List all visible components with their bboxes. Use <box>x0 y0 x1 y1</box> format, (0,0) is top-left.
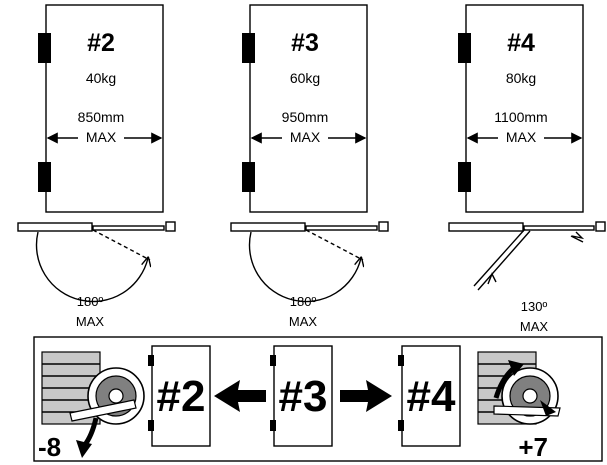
door-size-label: #2 <box>87 29 115 57</box>
door-width: 1100mm <box>494 109 547 125</box>
swing-plan-3 <box>230 221 389 303</box>
door-size-label: #3 <box>291 29 319 57</box>
door-width: 950mm <box>282 109 329 125</box>
swing-angle: 180º <box>290 294 317 309</box>
door-closer-left <box>41 351 145 458</box>
door-panel-4: #4 80kg 1100mm MAX <box>458 4 584 213</box>
door-label: #2 <box>157 372 206 421</box>
door-weight: 80kg <box>506 70 536 86</box>
spring-adjustment-panel: -8 #2 #3 #4 <box>33 336 603 462</box>
arrow-right-icon <box>340 380 392 412</box>
swing-plan-2 <box>17 221 176 303</box>
door-width: 850mm <box>78 109 125 125</box>
swing-angle: 180º <box>77 294 104 309</box>
arrow-left-icon <box>214 380 266 412</box>
hinge-bottom <box>242 162 255 192</box>
door-panel-3: #3 60kg 950mm MAX <box>242 4 368 213</box>
adjust-value-right: +7 <box>518 432 548 462</box>
door-width-note: MAX <box>290 129 321 145</box>
swing-angle: 130º <box>521 299 548 314</box>
door-weight: 60kg <box>290 70 320 86</box>
hinge-bottom <box>38 162 51 192</box>
swing-angle-note: MAX <box>520 319 549 334</box>
door-width-note: MAX <box>86 129 117 145</box>
hinge-top <box>38 33 51 63</box>
door-size-label: #4 <box>507 29 535 57</box>
door-icon-4: #4 <box>398 345 461 447</box>
door-closer-right <box>477 351 561 425</box>
hinge-top <box>242 33 255 63</box>
door-panel-2: #2 40kg 850mm MAX <box>38 4 164 213</box>
swing-angle-note: MAX <box>289 314 318 329</box>
hinge-top <box>458 33 471 63</box>
door-width-note: MAX <box>506 129 537 145</box>
door-icon-2: #2 <box>148 345 211 447</box>
door-label: #4 <box>407 372 456 421</box>
door-weight: 40kg <box>86 70 116 86</box>
swing-plan-4 <box>448 221 606 291</box>
door-icon-3: #3 <box>270 345 333 447</box>
adjust-value-left: -8 <box>38 432 61 462</box>
door-label: #3 <box>279 372 328 421</box>
swing-angle-note: MAX <box>76 314 105 329</box>
hinge-bottom <box>458 162 471 192</box>
